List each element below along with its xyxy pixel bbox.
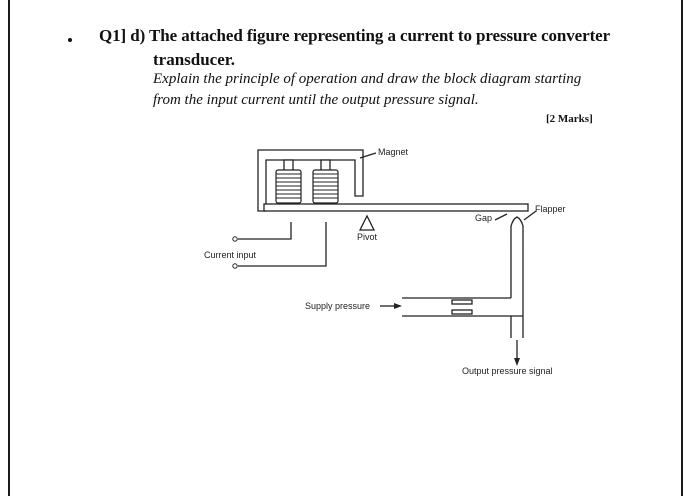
question-heading: Q1] d) The attached figure representing … (99, 26, 610, 46)
current-input-wire-lower (238, 222, 327, 267)
list-bullet (68, 38, 72, 42)
marks-label: [2 Marks] (546, 113, 593, 125)
flapper-label: Flapper (535, 204, 566, 214)
nozzle (510, 216, 524, 248)
question-title-line1: The attached figure representing a curre… (149, 26, 611, 45)
flapper-leader-line (523, 210, 537, 221)
current-to-pressure-converter-diagram: Magnet Flapper Gap Pivot Current input S… (204, 147, 566, 376)
question-number: Q1] d) (99, 26, 146, 45)
pivot-label: Pivot (357, 232, 378, 242)
output-pressure-label: Output pressure signal (462, 366, 553, 376)
pivot-triangle (358, 214, 376, 231)
supply-pressure-label: Supply pressure (305, 301, 370, 311)
instruction-line1: Explain the principle of operation and d… (153, 71, 582, 87)
gap-leader-line (494, 213, 508, 221)
current-terminal-upper (232, 236, 238, 242)
instruction-line2: from the input current until the output … (153, 92, 479, 108)
magnet-leader-line (359, 152, 377, 159)
current-input-wire-upper (238, 222, 292, 240)
magnet-label: Magnet (378, 147, 409, 157)
restriction-upper (451, 299, 473, 305)
current-terminal-lower (232, 263, 238, 269)
magnet-core (257, 149, 364, 212)
output-arrowhead (514, 358, 520, 366)
gap-label: Gap (475, 213, 492, 223)
current-input-label: Current input (204, 250, 257, 260)
question-title-line2: transducer. (153, 50, 236, 69)
supply-arrowhead (394, 303, 402, 309)
page-border-left (8, 0, 10, 496)
page-border-right (681, 0, 683, 496)
restriction-lower (451, 309, 473, 315)
flapper-beam (263, 203, 529, 212)
